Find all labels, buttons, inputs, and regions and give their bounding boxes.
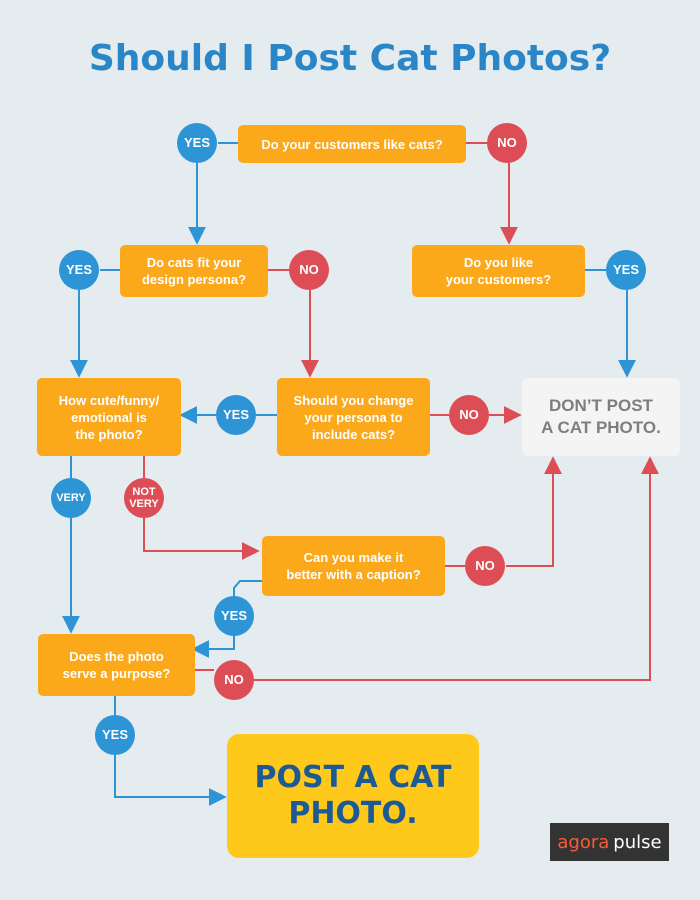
no-badge: NO xyxy=(487,123,527,163)
arrow-purpose-yes xyxy=(114,755,227,806)
outcome-post: POST A CAT PHOTO. xyxy=(227,734,479,858)
yes-badge: YES xyxy=(177,123,217,163)
no-badge: NO xyxy=(465,546,505,586)
node-customers-like-cats: Do your customers like cats? xyxy=(238,125,466,163)
logo-part-agora: agora xyxy=(557,831,610,853)
no-badge: NO xyxy=(214,660,254,700)
arrow-not-very xyxy=(143,518,260,560)
node-how-cute: How cute/funny/ emotional is the photo? xyxy=(37,378,181,456)
node-like-customers: Do you like your customers? xyxy=(412,245,585,297)
page-title: Should I Post Cat Photos? xyxy=(88,38,612,79)
very-badge: VERY xyxy=(51,478,91,518)
node-purpose: Does the photo serve a purpose? xyxy=(38,634,195,696)
yes-badge: YES xyxy=(214,596,254,636)
yes-badge: YES xyxy=(59,250,99,290)
arrow-caption-yes xyxy=(191,636,235,658)
arrow-caption-no xyxy=(506,456,562,567)
node-caption: Can you make it better with a caption? xyxy=(262,536,445,596)
no-badge: NO xyxy=(449,395,489,435)
not-very-badge: NOT VERY xyxy=(124,478,164,518)
yes-badge: YES xyxy=(95,715,135,755)
arrow-purpose-no xyxy=(254,456,659,681)
node-change-persona: Should you change your persona to includ… xyxy=(277,378,430,456)
logo-part-pulse: pulse xyxy=(613,831,662,853)
yes-badge: YES xyxy=(216,395,256,435)
outcome-dont-post: DON’T POST A CAT PHOTO. xyxy=(522,378,680,456)
node-fit-persona: Do cats fit your design persona? xyxy=(120,245,268,297)
yes-badge: YES xyxy=(606,250,646,290)
no-badge: NO xyxy=(289,250,329,290)
